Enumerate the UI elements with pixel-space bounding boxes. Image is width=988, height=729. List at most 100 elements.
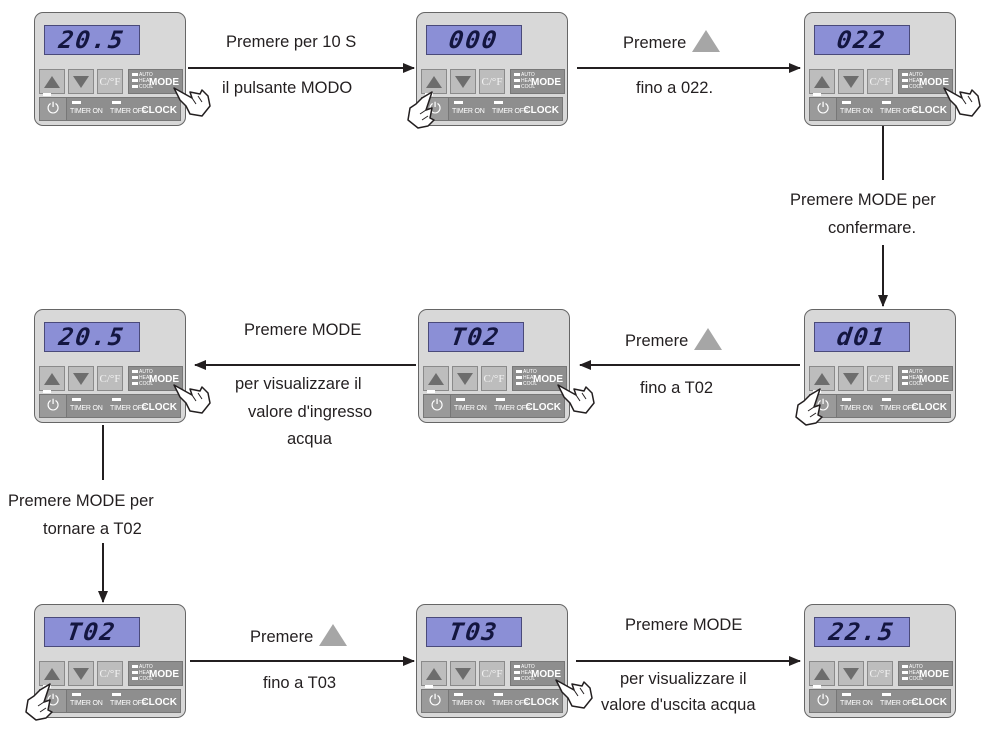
up-arrow-icon: [692, 30, 721, 52]
down-button[interactable]: [68, 661, 94, 686]
up-button[interactable]: [421, 69, 447, 94]
down-arrow-icon: [455, 667, 471, 680]
cf-button[interactable]: C/°F: [867, 661, 893, 686]
cf-button[interactable]: C/°F: [479, 661, 505, 686]
clock-button[interactable]: CLOCK: [911, 697, 947, 708]
mode-button[interactable]: AUTO HEAT COOL MODE: [510, 661, 565, 686]
mode-label: MODE: [919, 669, 949, 680]
power-button[interactable]: ⏻: [40, 395, 67, 417]
mode-button[interactable]: AUTO HEAT COOL MODE: [898, 661, 953, 686]
down-button[interactable]: [450, 69, 476, 94]
label-a4-line2: fino a T02: [640, 379, 714, 397]
pointing-hand-icon: [554, 373, 595, 414]
timer-on-button[interactable]: TIMER ON: [70, 405, 103, 412]
mode-button[interactable]: AUTO HEAT COOL MODE: [512, 366, 567, 391]
timer-off-button[interactable]: TIMER OFF: [492, 108, 528, 115]
clock-button[interactable]: CLOCK: [141, 105, 177, 116]
cf-button[interactable]: C/°F: [97, 69, 123, 94]
clock-button[interactable]: CLOCK: [525, 402, 561, 413]
down-button[interactable]: [838, 69, 864, 94]
mode-label: MODE: [149, 77, 179, 88]
timer-off-button[interactable]: TIMER OFF: [492, 700, 528, 707]
lcd-display: T02: [428, 322, 524, 352]
cf-button[interactable]: C/°F: [481, 366, 507, 391]
clock-button[interactable]: CLOCK: [523, 697, 559, 708]
timer-on-button[interactable]: TIMER ON: [70, 700, 103, 707]
mode-button[interactable]: AUTO HEAT COOL MODE: [898, 69, 953, 94]
down-button[interactable]: [838, 661, 864, 686]
label-a5-line3: valore d'ingresso: [248, 403, 373, 421]
mode-heat: HEAT: [514, 78, 535, 84]
up-button[interactable]: [39, 661, 65, 686]
up-button[interactable]: [421, 661, 447, 686]
power-button[interactable]: ⏻: [810, 98, 837, 120]
timer-on-button[interactable]: TIMER ON: [70, 108, 103, 115]
up-button[interactable]: [809, 661, 835, 686]
down-button[interactable]: [450, 661, 476, 686]
label-a7-text: Premere: [250, 628, 314, 646]
down-button[interactable]: [838, 366, 864, 391]
power-button[interactable]: ⏻: [422, 690, 449, 712]
up-arrow-icon: [428, 372, 444, 385]
mode-button[interactable]: AUTO HEAT COOL MODE: [898, 366, 953, 391]
control-panel: d01 C/°F AUTO HEAT COOL MODE ⏻ TIMER ON …: [804, 309, 956, 423]
mode-button[interactable]: AUTO HEAT COOL MODE: [128, 69, 183, 94]
up-arrow-icon: [44, 667, 60, 680]
mode-button[interactable]: AUTO HEAT COOL MODE: [128, 661, 183, 686]
timer-on-button[interactable]: TIMER ON: [840, 700, 873, 707]
mode-auto: AUTO: [902, 664, 923, 670]
timer-on-button[interactable]: TIMER ON: [840, 405, 873, 412]
up-button[interactable]: [809, 366, 835, 391]
timer-off-button[interactable]: TIMER OFF: [880, 700, 916, 707]
cf-button[interactable]: C/°F: [867, 366, 893, 391]
cf-label: C/°F: [99, 75, 121, 88]
mode-button[interactable]: AUTO HEAT COOL MODE: [510, 69, 565, 94]
up-button[interactable]: [809, 69, 835, 94]
power-button[interactable]: ⏻: [40, 98, 67, 120]
down-button[interactable]: [452, 366, 478, 391]
up-arrow-icon: [426, 75, 442, 88]
cf-button[interactable]: C/°F: [97, 661, 123, 686]
timer-off-button[interactable]: TIMER OFF: [880, 108, 916, 115]
mode-cool: COOL: [132, 84, 153, 90]
cf-button[interactable]: C/°F: [867, 69, 893, 94]
clock-button[interactable]: CLOCK: [141, 697, 177, 708]
mode-button[interactable]: AUTO HEAT COOL MODE: [128, 366, 183, 391]
mode-list: AUTO HEAT COOL: [902, 664, 923, 682]
mode-heat: HEAT: [132, 78, 153, 84]
down-button[interactable]: [68, 366, 94, 391]
cf-button[interactable]: C/°F: [479, 69, 505, 94]
clock-button[interactable]: CLOCK: [911, 105, 947, 116]
down-button[interactable]: [68, 69, 94, 94]
timer-off-indicator: [112, 398, 121, 401]
up-button[interactable]: [39, 366, 65, 391]
timer-on-indicator: [72, 101, 81, 104]
mode-list: AUTO HEAT COOL: [132, 72, 153, 90]
timer-off-button[interactable]: TIMER OFF: [110, 700, 146, 707]
timer-on-button[interactable]: TIMER ON: [452, 108, 485, 115]
timer-off-button[interactable]: TIMER OFF: [880, 405, 916, 412]
mode-heat: HEAT: [902, 375, 923, 381]
label-a8-line2: per visualizzare il: [620, 670, 747, 688]
clock-button[interactable]: CLOCK: [523, 105, 559, 116]
cf-button[interactable]: C/°F: [97, 366, 123, 391]
timer-off-button[interactable]: TIMER OFF: [110, 405, 146, 412]
timer-off-indicator: [882, 693, 891, 696]
power-button[interactable]: ⏻: [424, 395, 451, 417]
power-button[interactable]: ⏻: [810, 690, 837, 712]
power-indicator: [425, 685, 433, 688]
power-icon: ⏻: [47, 100, 59, 117]
timer-on-indicator: [72, 398, 81, 401]
timer-on-indicator: [456, 398, 465, 401]
timer-off-button[interactable]: TIMER OFF: [110, 108, 146, 115]
up-button[interactable]: [423, 366, 449, 391]
timer-on-button[interactable]: TIMER ON: [454, 405, 487, 412]
timer-off-button[interactable]: TIMER OFF: [494, 405, 530, 412]
timer-on-button[interactable]: TIMER ON: [840, 108, 873, 115]
clock-button[interactable]: CLOCK: [911, 402, 947, 413]
up-button[interactable]: [39, 69, 65, 94]
clock-button[interactable]: CLOCK: [141, 402, 177, 413]
timer-on-button[interactable]: TIMER ON: [452, 700, 485, 707]
down-arrow-icon: [457, 372, 473, 385]
